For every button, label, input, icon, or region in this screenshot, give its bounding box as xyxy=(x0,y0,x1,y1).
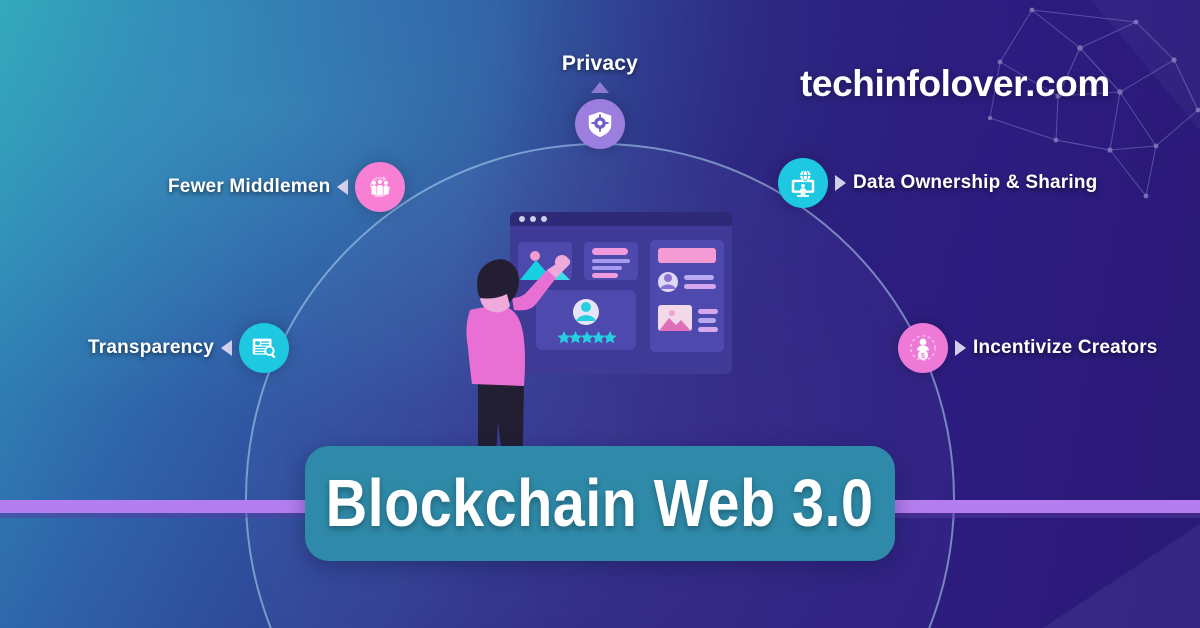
arrow-up-icon xyxy=(591,82,609,93)
rating-stars xyxy=(557,331,617,344)
node-transparency-label: Transparency xyxy=(88,337,214,358)
svg-text:$: $ xyxy=(921,351,926,360)
three-people-icon xyxy=(355,162,406,212)
arrow-right-icon xyxy=(835,175,846,191)
site-watermark: techinfolover.com xyxy=(800,63,1110,104)
document-search-icon xyxy=(238,323,289,373)
node-data-ownership[interactable]: Data Ownership & Sharing xyxy=(778,158,1097,208)
network-constellation-graphic xyxy=(987,7,1200,199)
node-privacy-label: Privacy xyxy=(561,52,639,75)
person-coin-icon: $ xyxy=(898,323,948,373)
arrow-right-icon xyxy=(955,340,966,356)
node-transparency[interactable]: Transparency xyxy=(88,323,289,373)
shield-gear-icon xyxy=(575,99,625,149)
node-fewer-middlemen-label: Fewer Middlemen xyxy=(168,176,331,197)
node-fewer-middlemen[interactable]: Fewer Middlemen xyxy=(168,162,406,212)
node-incentivize-creators-label: Incentivize Creators xyxy=(973,337,1158,358)
browser-window xyxy=(510,212,732,374)
arrow-left-icon xyxy=(337,179,349,195)
node-privacy[interactable]: Privacy xyxy=(0,52,1200,149)
page-title: Blockchain Web 3.0 xyxy=(326,466,874,541)
arrow-left-icon xyxy=(220,340,232,356)
node-data-ownership-label: Data Ownership & Sharing xyxy=(853,172,1098,193)
node-incentivize-creators[interactable]: $ Incentivize Creators xyxy=(898,323,1158,373)
monitor-globe-icon xyxy=(778,158,828,208)
title-banner: Blockchain Web 3.0 xyxy=(305,446,895,561)
